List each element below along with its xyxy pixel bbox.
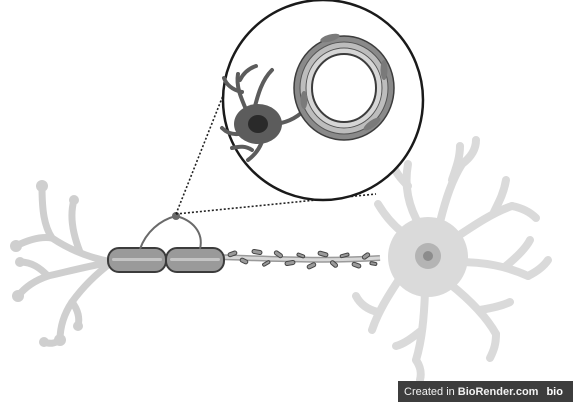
biorender-logo-icon: bio [546, 386, 563, 398]
watermark-prefix: Created in [404, 386, 455, 398]
axon [215, 249, 380, 269]
inset-zoom [222, 0, 423, 200]
watermark-brand: BioRender.com [458, 386, 539, 398]
myelin-sheath [108, 248, 224, 272]
oligodendrocyte-processes [140, 216, 201, 249]
neuron-nucleolus [423, 251, 433, 261]
biorender-watermark: Created in BioRender.com bio [398, 381, 573, 402]
axon-terminal [16, 186, 112, 343]
